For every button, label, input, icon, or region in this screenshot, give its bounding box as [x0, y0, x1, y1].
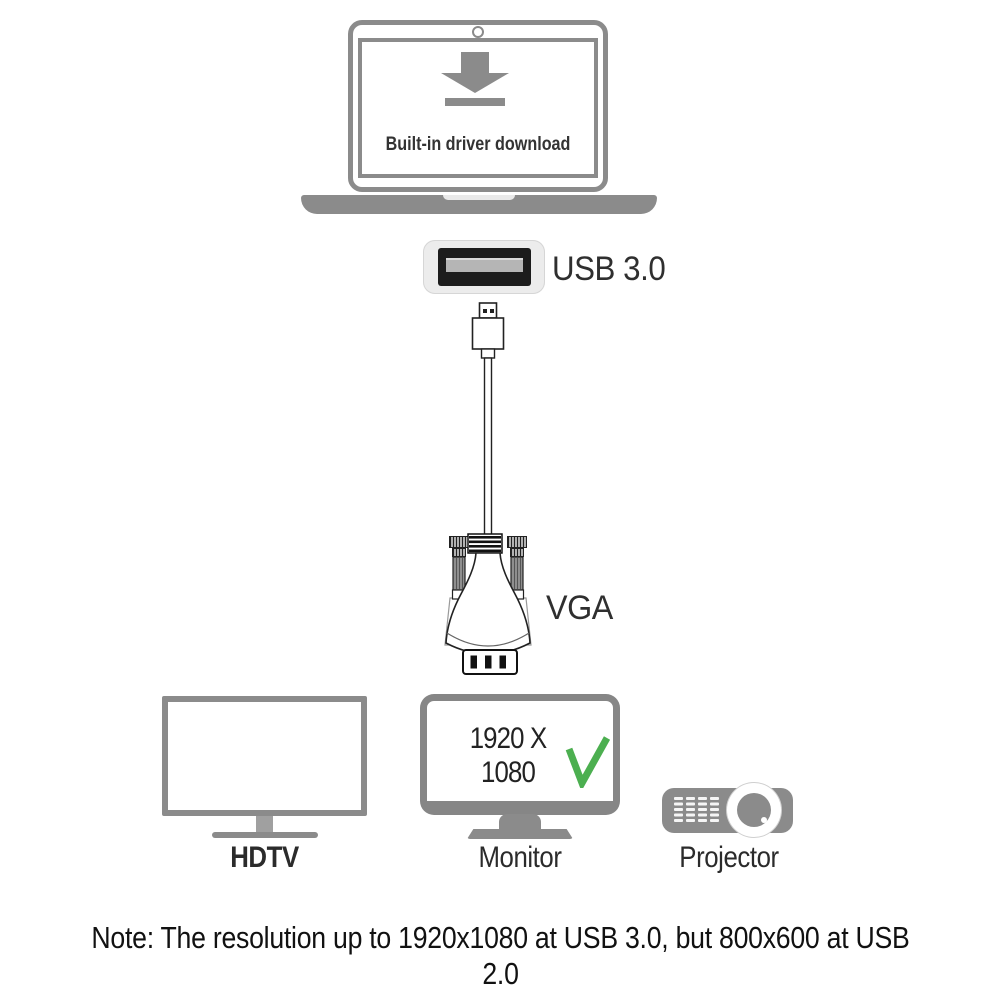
- vga-connector-icon: [444, 533, 532, 675]
- resolution-note: Note: The resolution up to 1920x1080 at …: [91, 920, 910, 991]
- vga-screw-right: [507, 536, 527, 600]
- laptop-base-notch: [443, 195, 515, 200]
- usb-port-icon: [423, 240, 545, 294]
- projector-lens: [727, 783, 781, 837]
- vga-label: VGA: [546, 589, 613, 627]
- webcam-dot: [472, 26, 484, 38]
- projector-label: Projector: [679, 841, 779, 874]
- monitor-icon: [420, 694, 620, 815]
- hdtv-stand-base: [212, 832, 318, 838]
- usb-port-label: USB 3.0: [552, 250, 666, 288]
- green-checkmark-icon: [565, 736, 611, 788]
- monitor-stand-base: [467, 829, 573, 839]
- hdtv-icon: [162, 696, 367, 816]
- monitor-stand-neck: [499, 814, 541, 831]
- vga-strain-relief: [467, 533, 503, 554]
- usb-plug-and-cable-icon: [471, 302, 505, 542]
- hdtv-stand-neck: [256, 816, 273, 833]
- projector-vents: [674, 797, 719, 822]
- laptop-base: [301, 195, 657, 214]
- download-icon: [441, 52, 509, 106]
- projector-lens-inner: [737, 793, 771, 827]
- driver-download-caption: Built-in driver download: [385, 134, 571, 155]
- monitor-resolution-text: 1920 X 1080: [469, 722, 547, 789]
- usb-port-tongue: [446, 258, 523, 272]
- hdtv-label: HDTV: [230, 841, 299, 874]
- usb-port-socket: [438, 248, 531, 286]
- projector-lens-dot: [761, 817, 767, 823]
- monitor-label: Monitor: [478, 841, 562, 874]
